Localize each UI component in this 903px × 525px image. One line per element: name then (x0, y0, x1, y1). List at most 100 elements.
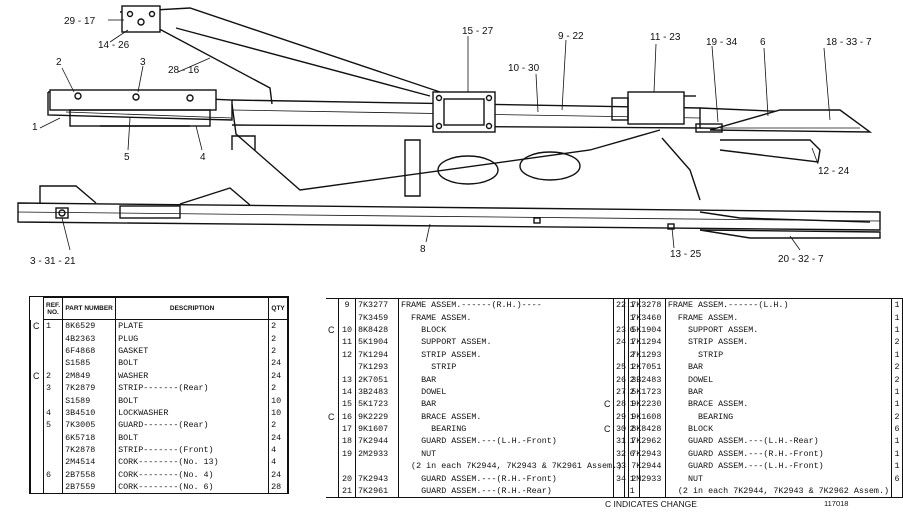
ref-number: 22 (612, 298, 630, 312)
change-marker: C (328, 324, 335, 335)
part-number: 7K2943 (355, 472, 399, 485)
change-marker (30, 419, 44, 432)
ref-number (42, 431, 64, 444)
ref-number: 20 (338, 472, 356, 485)
quantity: 6 (891, 472, 903, 485)
change-marker (326, 448, 339, 460)
col-qty: QTY (268, 297, 289, 320)
callout-1: 1 (32, 122, 38, 133)
part-number: 7K2879 (62, 381, 117, 395)
description: DOWEL (401, 386, 447, 397)
change-marker (602, 386, 613, 398)
part-number: 7K1294 (355, 348, 399, 361)
description: CORK--------(No. 4) (115, 468, 270, 482)
description: SUPPORT ASSEM. (401, 337, 492, 348)
description: NUT (401, 448, 437, 459)
quantity: 2 (268, 381, 289, 395)
quantity: 2 (891, 410, 903, 423)
change-marker (602, 361, 613, 373)
ref-number (42, 332, 64, 345)
ref-number: 26 (612, 373, 630, 386)
change-marker (326, 472, 339, 484)
ref-number: 28 (612, 398, 630, 411)
quantity: 1 (891, 460, 903, 473)
ref-number (42, 443, 64, 457)
quantity: 2 (268, 419, 289, 432)
part-number: S1585 (62, 357, 117, 370)
change-marker (30, 332, 44, 345)
change-legend: C INDICATES CHANGE (605, 499, 697, 509)
part-number: 7K1293 (355, 360, 399, 374)
ref-number: 31 (612, 435, 630, 448)
part-number: 4B2363 (62, 332, 117, 345)
ref-number: 5 (42, 419, 64, 432)
quantity: 24 (268, 468, 289, 482)
ref-number: 9 (338, 298, 356, 312)
ref-number: 11 (338, 336, 356, 349)
ref-number: 13 (338, 373, 356, 386)
change-marker (326, 299, 339, 312)
part-number: 5K1723 (355, 398, 399, 411)
ref-number: 34 (612, 472, 630, 485)
part-number: 2M2933 (355, 447, 399, 461)
center-support-plate (432, 91, 496, 133)
quantity: 2 (891, 360, 903, 374)
table-row: (2 in each 7K2944, 7K2943 & 7K2961 Assem… (326, 460, 641, 473)
callout-10-30: 10 - 30 (508, 63, 540, 74)
part-number: 7K2944 (355, 435, 399, 448)
description: LOCKWASHER (115, 406, 270, 420)
change-marker: C (604, 399, 611, 410)
description: GASKET (115, 344, 270, 358)
table-row: 7K3460 FRAME ASSEM.1 (602, 311, 903, 324)
rear-guard-plate (49, 89, 217, 127)
part-number: 9K1608 (628, 410, 666, 423)
callout-6: 6 (760, 37, 766, 48)
callout-12-24: 12 - 24 (818, 166, 850, 177)
ref-number: 15 (338, 398, 356, 411)
part-number: 2K7051 (628, 360, 666, 374)
part-number: 2M2933 (628, 472, 666, 485)
change-marker: C (30, 369, 44, 382)
description: STRIP-------(Front) (115, 443, 270, 457)
change-marker (30, 443, 44, 457)
part-number: 7K1293 (628, 348, 666, 361)
callout-2: 2 (56, 57, 62, 68)
description: BAR (667, 362, 704, 373)
change-marker (602, 373, 613, 385)
quantity: 24 (268, 369, 289, 382)
part-number: 6K5718 (62, 431, 117, 444)
ref-number: 14 (338, 385, 356, 399)
quantity: 1 (891, 311, 903, 324)
change-marker (30, 456, 44, 469)
col-description: DESCRIPTION (115, 297, 270, 320)
part-number: 5K1904 (628, 323, 666, 337)
change-marker (30, 431, 44, 444)
ref-number: 12 (338, 348, 356, 361)
callout-11-23: 11 - 23 (650, 32, 681, 43)
description: BAR (401, 374, 437, 385)
part-number: 3B4510 (62, 406, 117, 420)
ref-number: 3 (42, 381, 64, 395)
ref-number: 10 (338, 323, 356, 337)
change-marker (326, 460, 339, 472)
col-ref-no: REF. NO. (42, 297, 64, 320)
change-marker (326, 349, 339, 361)
quantity: 2 (268, 319, 289, 333)
